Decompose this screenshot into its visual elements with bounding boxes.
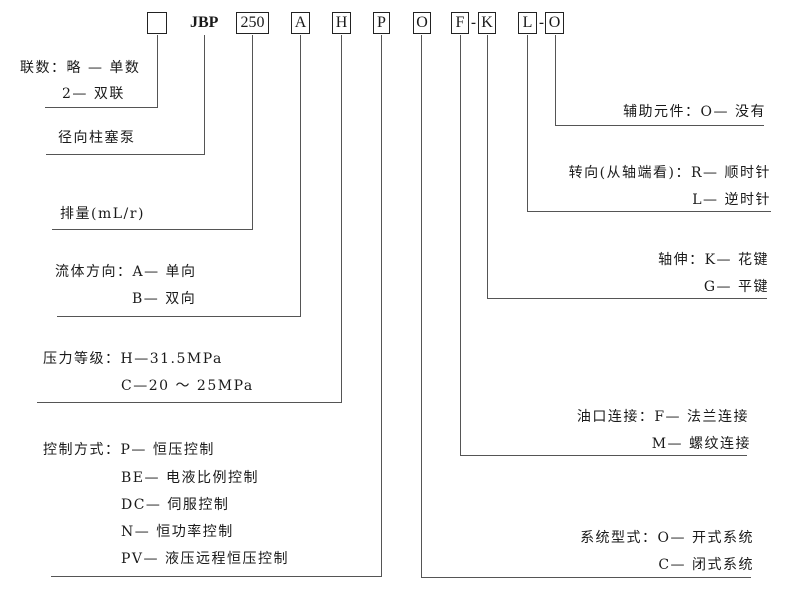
code-jbp: JBP bbox=[190, 14, 219, 31]
leader-line-tandem bbox=[157, 35, 158, 107]
leader-line-aux bbox=[555, 35, 556, 125]
code-slot-port: F bbox=[451, 12, 469, 34]
label-pump-type: 径向柱塞泵 bbox=[58, 130, 136, 146]
leader-line-port bbox=[460, 35, 461, 455]
leader-line-system bbox=[421, 35, 422, 577]
leader-line-control bbox=[51, 576, 382, 577]
label-system: 系统型式：O— 开式系统 bbox=[580, 530, 754, 546]
code-separator: - bbox=[539, 15, 544, 31]
leader-line-control bbox=[381, 35, 382, 576]
leader-line-shaft bbox=[487, 298, 767, 299]
leader-line-flow bbox=[300, 35, 301, 316]
leader-line-rotation bbox=[527, 35, 528, 211]
code-separator: - bbox=[471, 15, 476, 31]
label-port: 油口连接：F— 法兰连接 bbox=[576, 409, 749, 425]
leader-line-rotation bbox=[527, 211, 771, 212]
code-slot-shaft: K bbox=[478, 12, 496, 34]
leader-line-aux bbox=[555, 125, 764, 126]
code-slot-rotation: L bbox=[518, 12, 537, 34]
label-shaft-option: G— 平键 bbox=[703, 279, 769, 295]
leader-line-shaft bbox=[487, 35, 488, 298]
leader-line-flow bbox=[57, 316, 301, 317]
code-slot-pressure: H bbox=[332, 12, 351, 34]
label-control-option: N— 恒功率控制 bbox=[121, 524, 234, 540]
label-rotation: 转向(从轴端看)：R— 顺时针 bbox=[568, 165, 771, 181]
label-port-option: M— 螺纹连接 bbox=[651, 436, 751, 452]
label-tandem: 联数：略 — 单数 bbox=[20, 60, 141, 76]
label-control: 控制方式：P— 恒压控制 bbox=[43, 442, 215, 458]
label-pressure-option: C—20 ～ 25MPa bbox=[121, 378, 254, 394]
label-pressure: 压力等级：H—31.5MPa bbox=[43, 351, 223, 367]
code-slot-flow: A bbox=[291, 12, 310, 34]
code-slot-tandem bbox=[147, 12, 167, 34]
leader-line-type bbox=[46, 154, 205, 155]
leader-line-displacement bbox=[252, 35, 253, 229]
code-slot-control: P bbox=[373, 12, 390, 34]
label-system-option: C— 闭式系统 bbox=[658, 557, 754, 573]
code-slot-system: O bbox=[413, 12, 431, 34]
label-tandem-option: 2— 双联 bbox=[62, 86, 125, 102]
label-control-option: DC— 伺服控制 bbox=[121, 497, 230, 513]
leader-line-system bbox=[421, 577, 751, 578]
label-aux: 辅助元件：O— 没有 bbox=[623, 104, 766, 120]
leader-line-pressure bbox=[37, 402, 342, 403]
leader-line-port bbox=[460, 455, 747, 456]
label-flow-option: B— 双向 bbox=[132, 291, 197, 307]
label-flow-direction: 流体方向：A— 单向 bbox=[55, 264, 197, 280]
label-control-option: PV— 液压远程恒压控制 bbox=[121, 551, 289, 567]
leader-line-pressure bbox=[341, 35, 342, 402]
label-rotation-option: L— 逆时针 bbox=[692, 192, 771, 208]
label-control-option: BE— 电液比例控制 bbox=[121, 470, 259, 486]
label-shaft: 轴伸：K— 花键 bbox=[658, 252, 769, 268]
code-slot-displacement: 250 bbox=[236, 12, 269, 34]
label-displacement: 排量(mL/r) bbox=[60, 206, 145, 222]
code-slot-aux: O bbox=[545, 12, 564, 34]
leader-line-tandem bbox=[45, 107, 158, 108]
leader-line-type bbox=[204, 35, 205, 154]
leader-line-displacement bbox=[52, 229, 253, 230]
